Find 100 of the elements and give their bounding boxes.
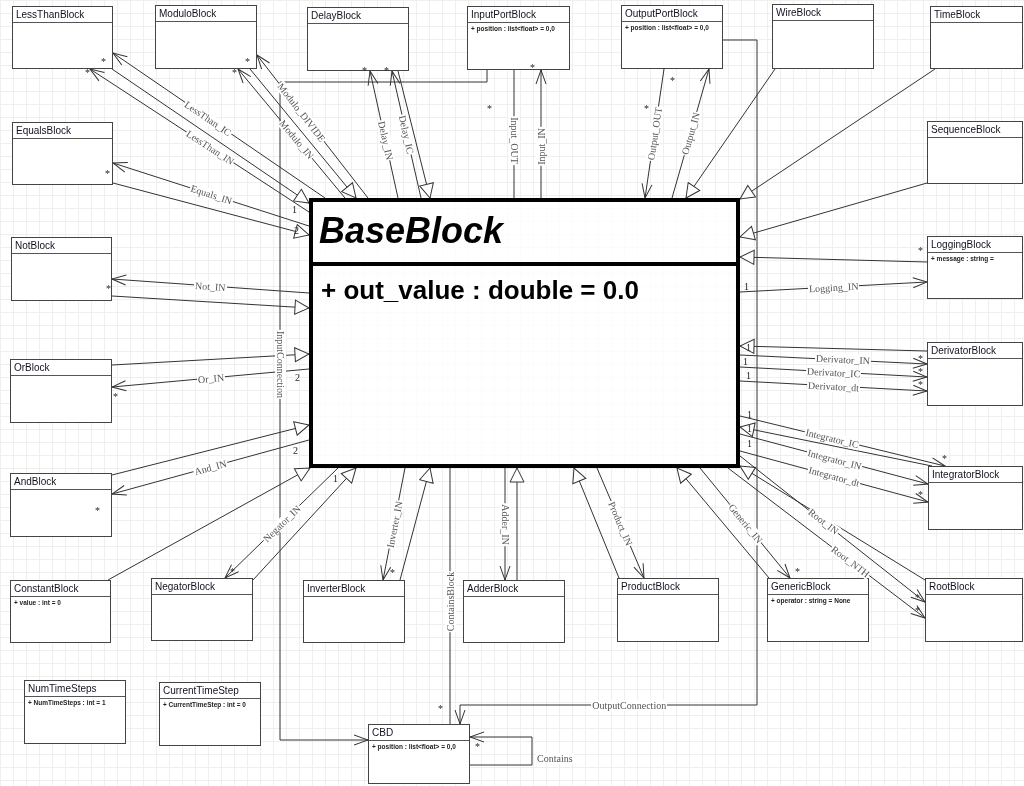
inheritance-arrow: [252, 467, 357, 581]
class-name: CurrentTimeStep: [160, 683, 260, 699]
inheritance-arrow: [111, 295, 310, 315]
class-box: [10, 580, 111, 643]
multiplicity: 1: [747, 439, 752, 449]
multiplicity: 1: [743, 357, 748, 367]
inheritance-arrow: [676, 467, 770, 579]
class-name: LessThanBlock: [13, 7, 112, 23]
multiplicity: 2: [293, 446, 298, 456]
class-box: [772, 4, 874, 69]
multiplicity: *: [918, 490, 923, 500]
multiplicity: *: [487, 104, 492, 114]
class-name: OutputPortBlock: [622, 6, 722, 22]
inheritance-arrow: [739, 182, 928, 241]
class-box: [927, 236, 1023, 299]
multiplicity: *: [245, 57, 250, 67]
class-box: [467, 6, 570, 70]
class-name: NumTimeSteps: [25, 681, 125, 697]
class-name: TimeBlock: [931, 7, 1022, 23]
class-box: [368, 724, 470, 784]
edge-label: InputConnection: [274, 330, 286, 400]
multiplicity: *: [384, 66, 389, 76]
inheritance-arrow: [399, 467, 434, 581]
multiplicity: *: [95, 506, 100, 516]
multiplicity: *: [915, 606, 920, 616]
edge-label: Input_IN: [535, 127, 547, 167]
class-box: [930, 6, 1023, 69]
class-name: InputPortBlock: [468, 7, 569, 23]
edge-label: Derivator_IN: [814, 353, 871, 367]
class-box: [155, 5, 257, 69]
class-box: [151, 578, 253, 641]
multiplicity: *: [85, 68, 90, 78]
class-name: WireBlock: [773, 5, 873, 21]
class-name: ConstantBlock: [11, 581, 110, 597]
class-box: [12, 122, 113, 185]
multiplicity: 2: [295, 373, 300, 383]
edge-label: Derivator_dt: [806, 379, 861, 393]
class-box: [303, 580, 405, 643]
class-name: CBD: [369, 725, 469, 741]
multiplicity: 2: [294, 226, 299, 236]
class-name: LoggingBlock: [928, 237, 1022, 253]
inheritance-arrow: [739, 249, 928, 265]
class-box: [925, 578, 1023, 642]
multiplicity: *: [101, 57, 106, 67]
inheritance-arrow: [572, 467, 620, 579]
multiplicity: *: [362, 66, 367, 76]
edge-label: Logging_IN: [807, 280, 860, 294]
class-box: [12, 6, 113, 69]
edge-label: Input_OUT: [508, 116, 520, 165]
edge-label: Delay_IC: [396, 113, 417, 156]
class-box: [617, 578, 719, 642]
association-arrow: [279, 69, 488, 746]
class-name: RootBlock: [926, 579, 1022, 595]
edge-label: Adder_IN: [499, 502, 511, 546]
multiplicity: *: [230, 567, 235, 577]
multiplicity: *: [915, 593, 920, 603]
multiplicity: 1: [746, 371, 751, 381]
class-box: [307, 7, 409, 71]
edge-label: And_IN: [192, 457, 229, 477]
class-box: [10, 359, 112, 423]
multiplicity: *: [475, 742, 480, 752]
class-name: DelayBlock: [308, 8, 408, 24]
class-box: [10, 473, 112, 537]
inheritance-arrow: [107, 467, 311, 581]
association-arrow: [469, 731, 533, 766]
edge-label: ContainsBlock: [444, 570, 456, 632]
inheritance-arrow: [739, 338, 928, 354]
class-name: BaseBlock: [313, 202, 736, 266]
edge-label: Derivator_IC: [805, 365, 862, 379]
association-arrow: [454, 39, 758, 725]
multiplicity: *: [105, 169, 110, 179]
class-box: [463, 580, 565, 643]
inheritance-arrow: [111, 421, 310, 476]
inheritance-arrow: [249, 68, 357, 199]
multiplicity: 1: [746, 343, 751, 353]
multiplicity: *: [644, 104, 649, 114]
class-box: [621, 5, 723, 69]
multiplicity: *: [232, 68, 237, 78]
class-box: [928, 466, 1023, 530]
edge-label: Contains: [536, 753, 574, 764]
multiplicity: *: [670, 76, 675, 86]
inheritance-arrow: [509, 467, 525, 581]
class-name: NotBlock: [12, 238, 111, 254]
multiplicity: *: [918, 246, 923, 256]
multiplicity: *: [918, 380, 923, 390]
class-box: [309, 198, 740, 468]
class-name: AdderBlock: [464, 581, 564, 597]
inheritance-arrow: [112, 182, 310, 239]
inheritance-arrow: [111, 347, 310, 366]
multiplicity: 1: [333, 474, 338, 484]
class-name: NegatorBlock: [152, 579, 252, 595]
multiplicity: 1: [747, 410, 752, 420]
class-box: [767, 578, 869, 642]
class-name: InverterBlock: [304, 581, 404, 597]
edge-label: Inverter_IN: [383, 498, 405, 550]
inheritance-arrow: [111, 68, 310, 204]
multiplicity: 1: [292, 205, 297, 215]
class-name: OrBlock: [11, 360, 111, 376]
class-name: IntegratorBlock: [929, 467, 1022, 483]
multiplicity: *: [390, 568, 395, 578]
